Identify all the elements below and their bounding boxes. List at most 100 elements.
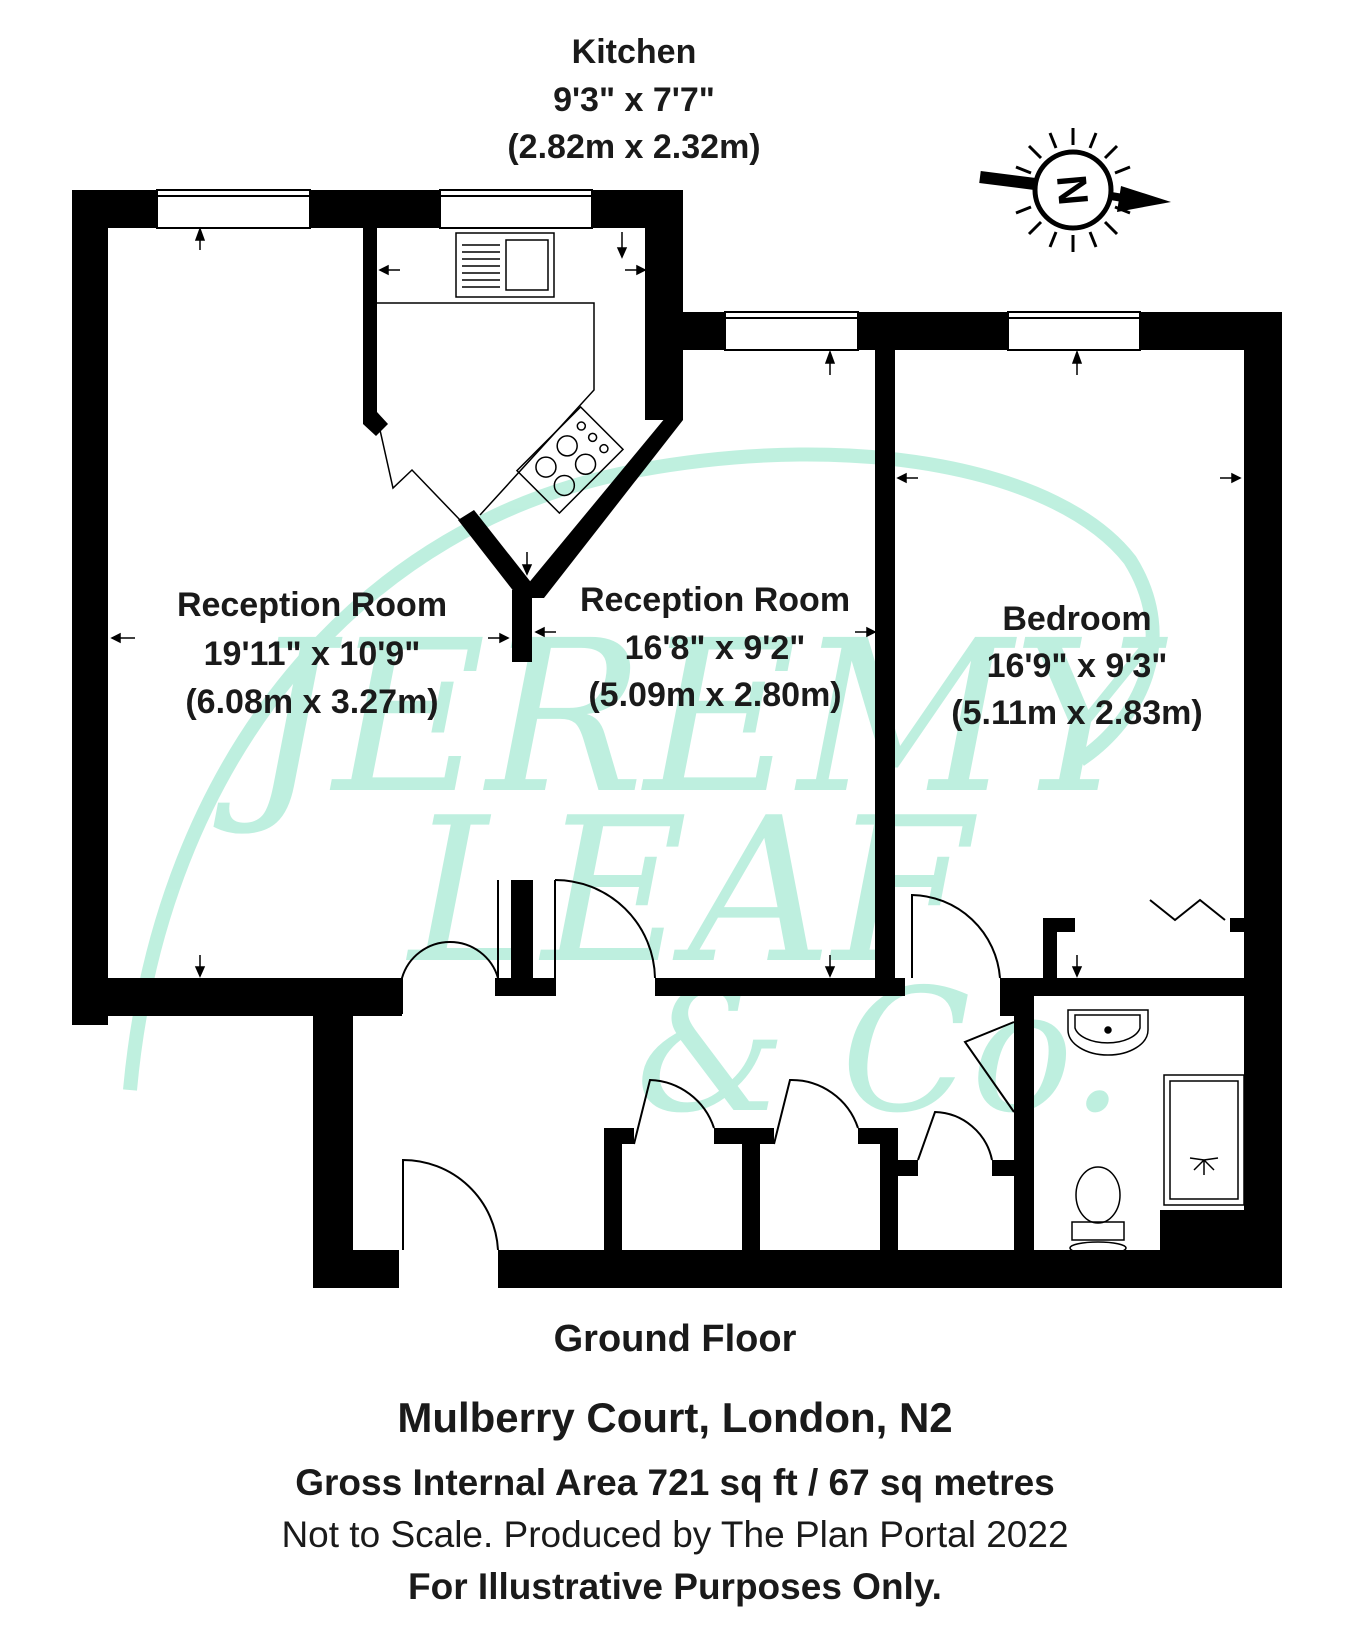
wall-kitchen-partition-end [363, 412, 388, 436]
arrow-head [824, 966, 836, 978]
reception-left-imperial: 19'11" x 10'9" [204, 635, 421, 673]
compass-ray [1027, 144, 1043, 160]
hob-ring [556, 435, 578, 457]
arrow-head [521, 564, 533, 576]
toilet-icon [1075, 1166, 1121, 1224]
wall-left-outer [72, 190, 108, 1025]
wall-bottom-outer-a [313, 1250, 399, 1288]
room-labels: Kitchen 9'3" x 7'7" (2.82m x 2.32m) Rece… [177, 33, 1203, 732]
basin-icon [1067, 1009, 1149, 1056]
wall-diagonal-left [458, 510, 537, 602]
compass-ray [1015, 165, 1032, 175]
wall-y-stem [512, 590, 532, 662]
shower-tray-icon [1163, 1074, 1245, 1206]
arrow-head [499, 632, 510, 644]
windows [156, 189, 1141, 351]
compass-ray [1088, 231, 1098, 248]
drain-line [1193, 1159, 1205, 1171]
door-reception-left [401, 941, 499, 996]
compass-north-icon: N [979, 128, 1171, 252]
arrow-head [616, 247, 628, 259]
door-entrance [402, 1158, 499, 1251]
wall-cupboard-3-stub [898, 1160, 918, 1176]
shower-drain [1189, 1157, 1219, 1175]
drain-line [1203, 1157, 1219, 1161]
toilet-cistern [1071, 1221, 1125, 1241]
gross-internal-area: Gross Internal Area 721 sq ft / 67 sq me… [295, 1462, 1055, 1503]
wardrobe-doors [1149, 898, 1226, 922]
compass-ray [1114, 165, 1131, 175]
shower-tray-inner [1169, 1080, 1239, 1200]
wall-cupboard-1-left [604, 1128, 622, 1250]
door-cupboard-1 [633, 1078, 715, 1145]
compass-ring [1032, 149, 1114, 231]
wall-hall-left-top [313, 996, 403, 1014]
floor-label: Ground Floor [553, 1318, 797, 1360]
doors [401, 879, 1226, 1251]
compass-ray [1103, 144, 1119, 160]
drain-line [1189, 1157, 1205, 1161]
arrow-head [1071, 349, 1083, 364]
hob-icon [515, 405, 625, 515]
wall-step-top [645, 312, 725, 350]
wall-top-left-a [72, 190, 157, 228]
wall-cupboard-3-top [858, 1128, 898, 1144]
compass-letter: N [1048, 173, 1097, 207]
door-cupboard-2 [773, 1078, 859, 1145]
arrow-head [1071, 966, 1083, 978]
compass-ray [1015, 205, 1032, 215]
wall-bedroom-wardrobe-b [1043, 918, 1075, 932]
kitchen-fixtures [377, 232, 625, 521]
wall-bottom-bedroom [1000, 978, 1282, 996]
basin-tap [1104, 1026, 1112, 1034]
sink-bowl [505, 239, 549, 291]
arrow-head [824, 349, 836, 364]
door-bathroom [963, 1021, 1015, 1113]
hob-ring [553, 474, 576, 497]
wall-diagonal-right [527, 412, 683, 598]
arrow-head [194, 966, 206, 978]
drainer-lines [462, 244, 500, 288]
dimension-arrows [110, 226, 1242, 978]
kitchen-metric: (2.82m x 2.32m) [507, 128, 760, 166]
arrow-head [534, 626, 545, 638]
wall-bedroom-wardrobe-a [1043, 918, 1057, 988]
illustrative-disclaimer: For Illustrative Purposes Only. [408, 1566, 942, 1607]
wall-bathroom-left [1014, 996, 1034, 1250]
wall-bottom-mid [655, 978, 905, 996]
wall-cupboard-2-left [742, 1128, 760, 1250]
watermark-swirl [123, 447, 1160, 1091]
watermark: JEREMY LEAF & Co. [123, 447, 1169, 1151]
wall-mid-stub [511, 880, 533, 995]
compass-arrow-head [1117, 186, 1171, 212]
hob-knob [587, 432, 598, 443]
sink-icon [455, 232, 555, 298]
bedroom-name: Bedroom [1002, 600, 1151, 638]
wall-kitchen-partition [363, 228, 377, 416]
drain-line [1203, 1159, 1215, 1171]
arrow-head [636, 264, 647, 276]
door-bedroom [911, 893, 1001, 979]
kitchen-name: Kitchen [572, 33, 697, 71]
compass-rays [1015, 128, 1131, 252]
arrow-head [194, 226, 206, 241]
wall-bathroom-bath-box [1160, 1210, 1244, 1250]
door-cupboard-3 [917, 1110, 993, 1161]
hob-knob [599, 443, 609, 454]
reception-right-metric: (5.09m x 2.80m) [588, 676, 841, 714]
wall-kitchen-right [645, 190, 683, 420]
hob-knob [576, 421, 587, 431]
hob-ring [574, 453, 597, 475]
compass-ray [1088, 132, 1098, 149]
compass-arrow-tail [979, 171, 1036, 190]
scale-disclaimer: Not to Scale. Produced by The Plan Porta… [281, 1514, 1069, 1555]
wall-bedroom-wardrobe-c [1230, 918, 1250, 932]
wall-cupboard-2-top [714, 1128, 774, 1144]
wall-bottom-left-b [495, 978, 555, 996]
arrow-head [110, 632, 121, 644]
wall-cupboard-3-left [880, 1128, 898, 1250]
arrow-head [1231, 472, 1242, 484]
hob-ring [535, 456, 557, 478]
arrow-head [896, 472, 907, 484]
